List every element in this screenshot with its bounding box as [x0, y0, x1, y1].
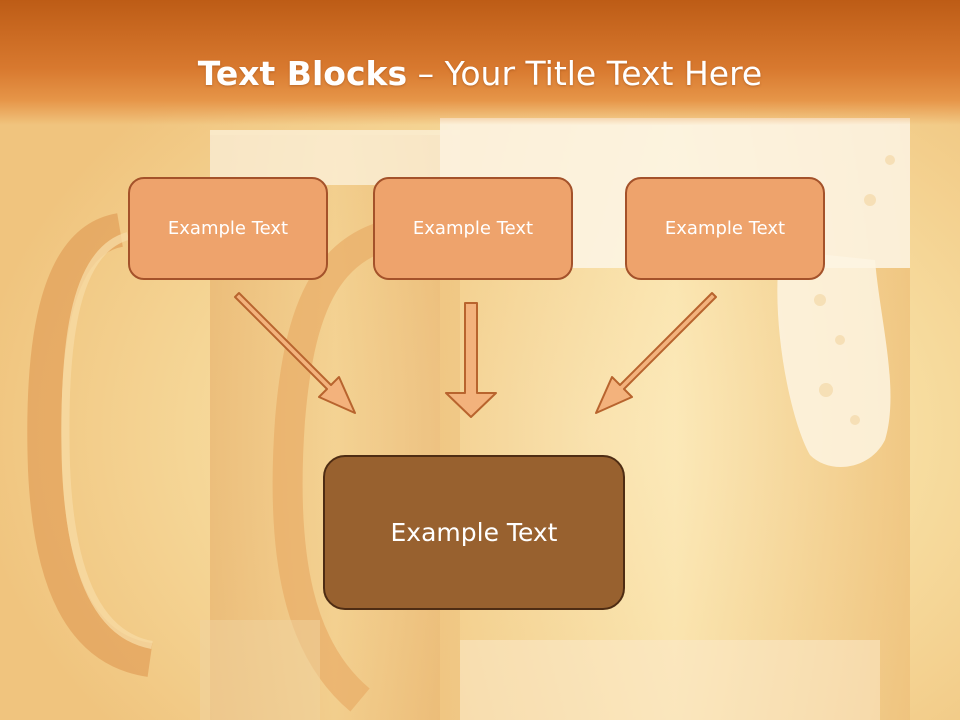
- example-box-right-label: Example Text: [664, 218, 786, 239]
- center-arrow: [445, 302, 497, 418]
- example-box-left-label: Example Text: [167, 218, 289, 239]
- title-bold-part: Text Blocks: [197, 54, 408, 93]
- title-regular-part: Your Title Text Here: [444, 54, 763, 93]
- example-box-center[interactable]: Example Text: [373, 177, 573, 280]
- example-box-target[interactable]: Example Text: [323, 455, 625, 610]
- slide-title: Text Blocks – Your Title Text Here: [0, 52, 960, 96]
- left-arrow: [234, 292, 356, 414]
- example-box-left[interactable]: Example Text: [128, 177, 328, 280]
- example-box-right[interactable]: Example Text: [625, 177, 825, 280]
- example-box-target-label: Example Text: [390, 518, 558, 547]
- right-arrow: [595, 292, 717, 414]
- title-separator: –: [407, 54, 445, 93]
- title-bar: [0, 0, 960, 125]
- example-box-center-label: Example Text: [412, 218, 534, 239]
